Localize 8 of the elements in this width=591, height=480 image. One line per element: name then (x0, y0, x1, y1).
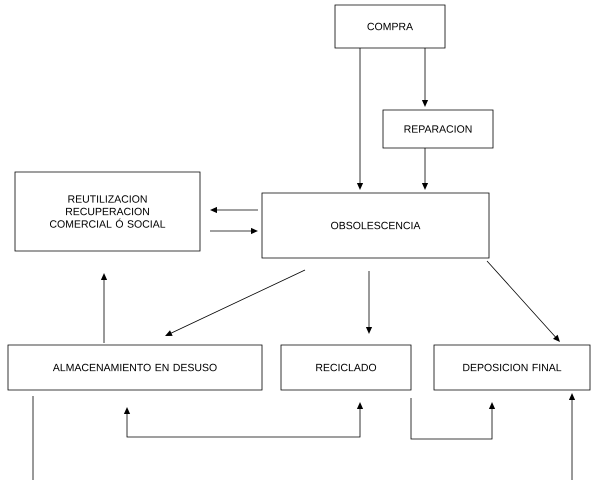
process-box: REUTILIZACION RECUPERACION COMERCIAL Ó SOCIAL (14, 172, 200, 252)
process-box: OBSOLESCENCIA (262, 192, 490, 258)
process-box: ALMACENAMIENTO EN DESUSO (8, 344, 262, 390)
arrow (486, 260, 560, 342)
process-box: REPARACION (382, 110, 494, 148)
process-box: DEPOSICION FINAL (434, 344, 590, 390)
process-box: COMPRA (334, 4, 446, 48)
process-box: RECICLADO (280, 344, 412, 390)
